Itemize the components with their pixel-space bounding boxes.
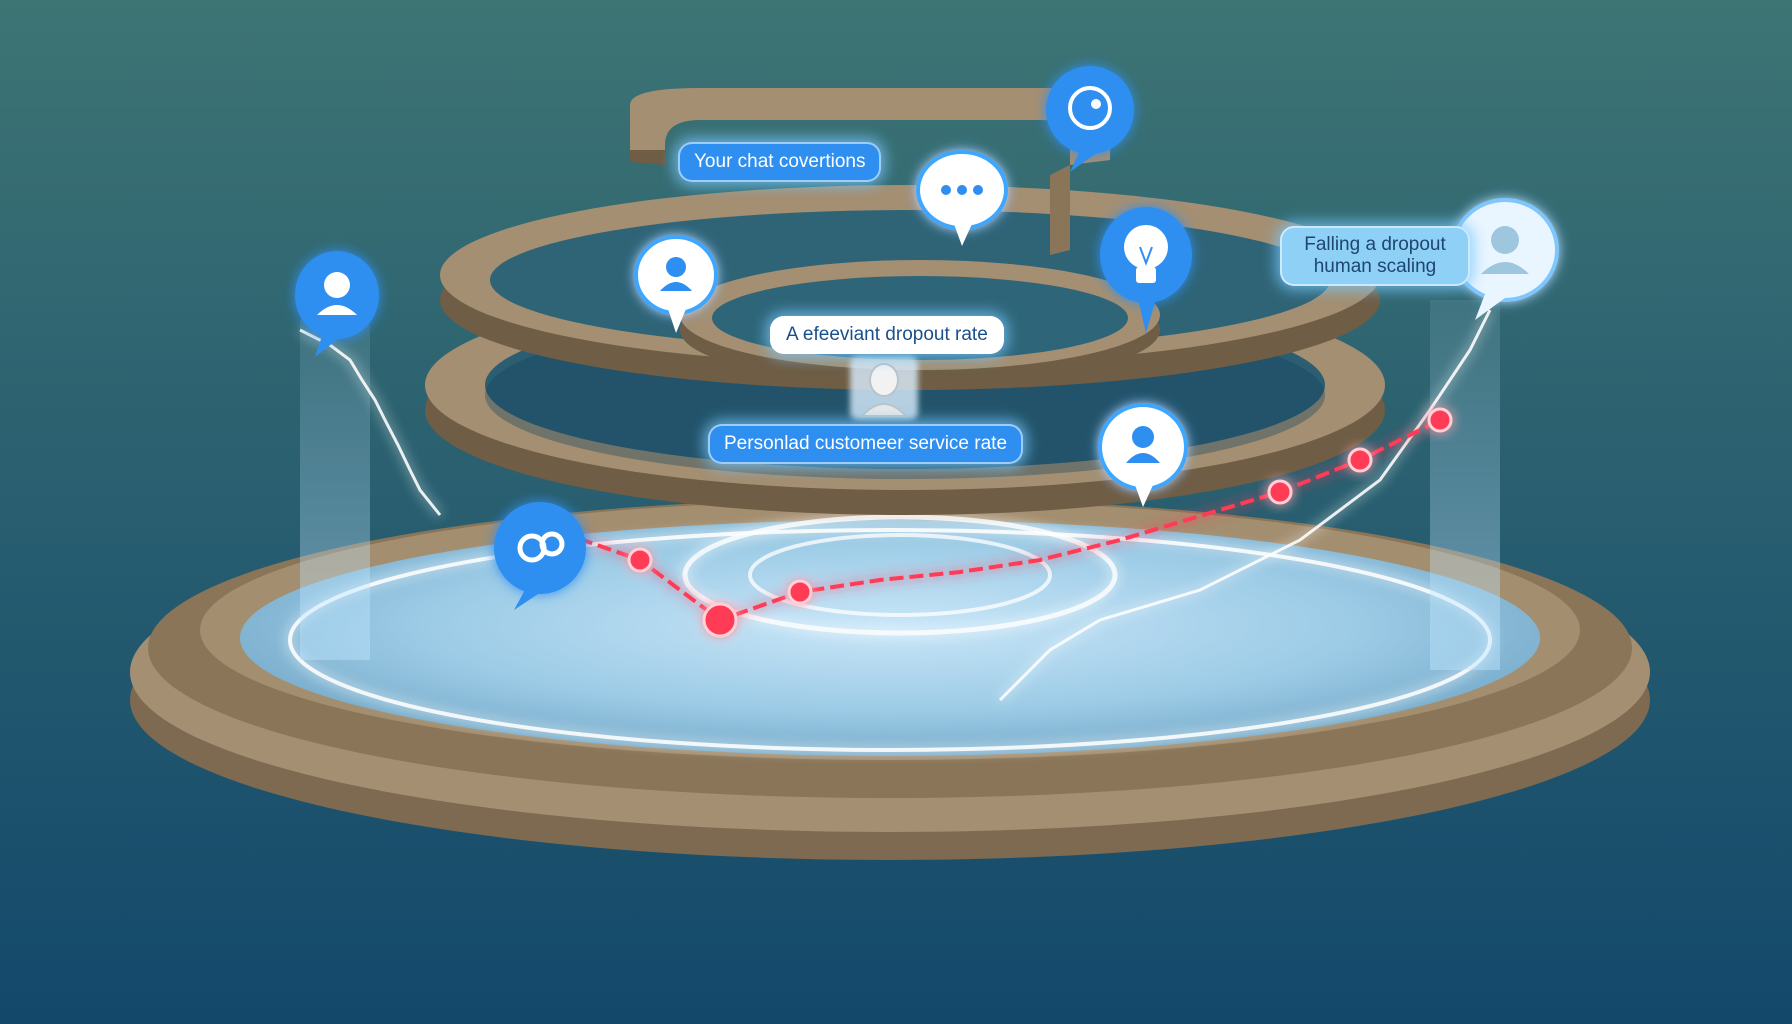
trend-marker xyxy=(1267,479,1293,505)
trend-marker xyxy=(1347,447,1373,473)
chat-bubble-icon xyxy=(1046,66,1134,172)
falling-dropout-label: Falling a dropout human scaling xyxy=(1280,226,1470,286)
trend-marker xyxy=(1427,407,1453,433)
falling-dropout-line2: human scaling xyxy=(1313,256,1437,277)
user-badge-icon xyxy=(1098,403,1188,507)
user-icon xyxy=(634,235,718,333)
gears-icon xyxy=(494,502,586,610)
lightbulb-icon xyxy=(1100,207,1192,333)
headset-agent-icon xyxy=(295,251,379,357)
dropout-rate-label: A efeeviant dropout rate xyxy=(770,316,1004,354)
trend-marker xyxy=(702,602,738,638)
chat-conversations-label: Your chat covertions xyxy=(678,142,882,182)
trend-marker xyxy=(787,579,813,605)
figure-icon xyxy=(850,356,918,420)
ellipsis-bubble-icon xyxy=(916,150,1008,246)
trend-line-chart xyxy=(559,407,1453,638)
trend-marker xyxy=(627,547,653,573)
service-rate-label: Personlad customeer service rate xyxy=(708,424,1024,464)
falling-dropout-line1: Falling a dropout xyxy=(1304,234,1446,255)
glass-cylinder xyxy=(299,300,1500,702)
